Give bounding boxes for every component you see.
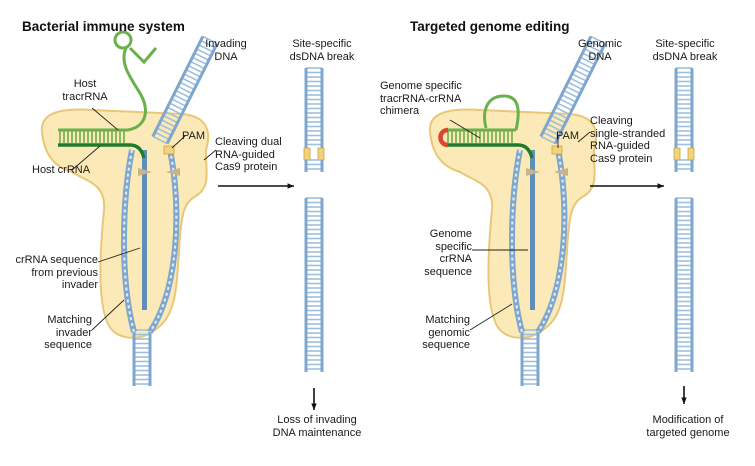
break-pam-b-left xyxy=(317,147,325,161)
arrow-outcome-left xyxy=(311,388,317,410)
pam-mark-right xyxy=(551,145,563,155)
leader-chimera-right xyxy=(449,119,481,139)
leader-pam-left xyxy=(171,135,186,149)
arrow-reaction-left xyxy=(218,183,294,189)
leader-tracrrna-left xyxy=(91,107,119,131)
tracrrna-loop-left xyxy=(113,30,133,50)
dna-upper-left xyxy=(304,67,324,148)
break-pam-a-right xyxy=(673,147,681,161)
chimera-arc-right xyxy=(483,94,520,131)
leader-match-right xyxy=(469,303,513,331)
leader-seq-left xyxy=(97,247,141,263)
label-invading-dna: Invading DNA xyxy=(205,38,247,63)
leader-crrna-left xyxy=(71,145,101,171)
dna-lower-right xyxy=(674,197,694,372)
dna-diagonal-left xyxy=(151,35,219,145)
leader-cas9-left xyxy=(203,149,217,161)
dna-diagonal-right xyxy=(539,35,607,145)
leader-match-left xyxy=(91,299,125,331)
dna-bottom-right xyxy=(520,329,540,386)
panel-title-bacterial: Bacterial immune system xyxy=(22,19,185,34)
crrna-guide-left xyxy=(142,150,147,310)
label-host-tracrrna: Host tracrRNA xyxy=(62,78,108,103)
label-outcome-right: Modification of targeted genome xyxy=(646,414,730,439)
dna-upper-right xyxy=(674,67,694,148)
cut-mark-b-left xyxy=(166,168,180,176)
dna-lower-left xyxy=(304,197,324,372)
tracrrna-hook-left xyxy=(128,46,158,65)
panel-title-editing: Targeted genome editing xyxy=(410,19,570,34)
dna-stub-right xyxy=(674,159,694,172)
label-cas9-right: Cleaving single-stranded RNA-guided Cas9… xyxy=(590,115,666,165)
dna-stub-left xyxy=(304,159,324,172)
chimera-linker-right xyxy=(438,127,449,148)
label-crrna-seq-left: crRNA sequence from previous invader xyxy=(15,254,98,291)
label-cas9-left: Cleaving dual RNA-guided Cas9 protein xyxy=(215,136,282,173)
label-matching-left: Matching invader sequence xyxy=(44,314,92,351)
label-pam-left: PAM xyxy=(182,130,206,142)
cut-mark-a-right xyxy=(526,168,540,176)
arrow-reaction-right xyxy=(590,183,664,189)
label-host-crrna: Host crRNA xyxy=(32,164,91,176)
label-chimera: Genome specific tracrRNA-crRNA chimera xyxy=(380,80,462,117)
break-pam-b-right xyxy=(687,147,695,161)
label-crrna-seq-right: Genome specific crRNA sequence xyxy=(424,228,472,278)
cut-mark-b-right xyxy=(554,168,568,176)
dna-bottom-left xyxy=(132,329,152,386)
label-genomic-dna: Genomic DNA xyxy=(577,38,623,63)
label-pam-right: PAM xyxy=(556,130,580,142)
pam-mark-left xyxy=(163,145,175,155)
label-outcome-left: Loss of invading DNA maintenance xyxy=(272,414,362,439)
cut-mark-a-left xyxy=(138,168,152,176)
leader-cas9-right xyxy=(577,131,591,143)
label-matching-right: Matching genomic sequence xyxy=(422,314,470,351)
tracrrna-tail-left xyxy=(122,47,147,132)
break-pam-a-left xyxy=(303,147,311,161)
label-site-break-right: Site-specific dsDNA break xyxy=(652,38,718,63)
label-site-break-left: Site-specific dsDNA break xyxy=(289,38,355,63)
arrow-outcome-right xyxy=(681,386,687,404)
crrna-guide-right xyxy=(530,150,535,310)
rna-duplex-left xyxy=(58,128,146,159)
